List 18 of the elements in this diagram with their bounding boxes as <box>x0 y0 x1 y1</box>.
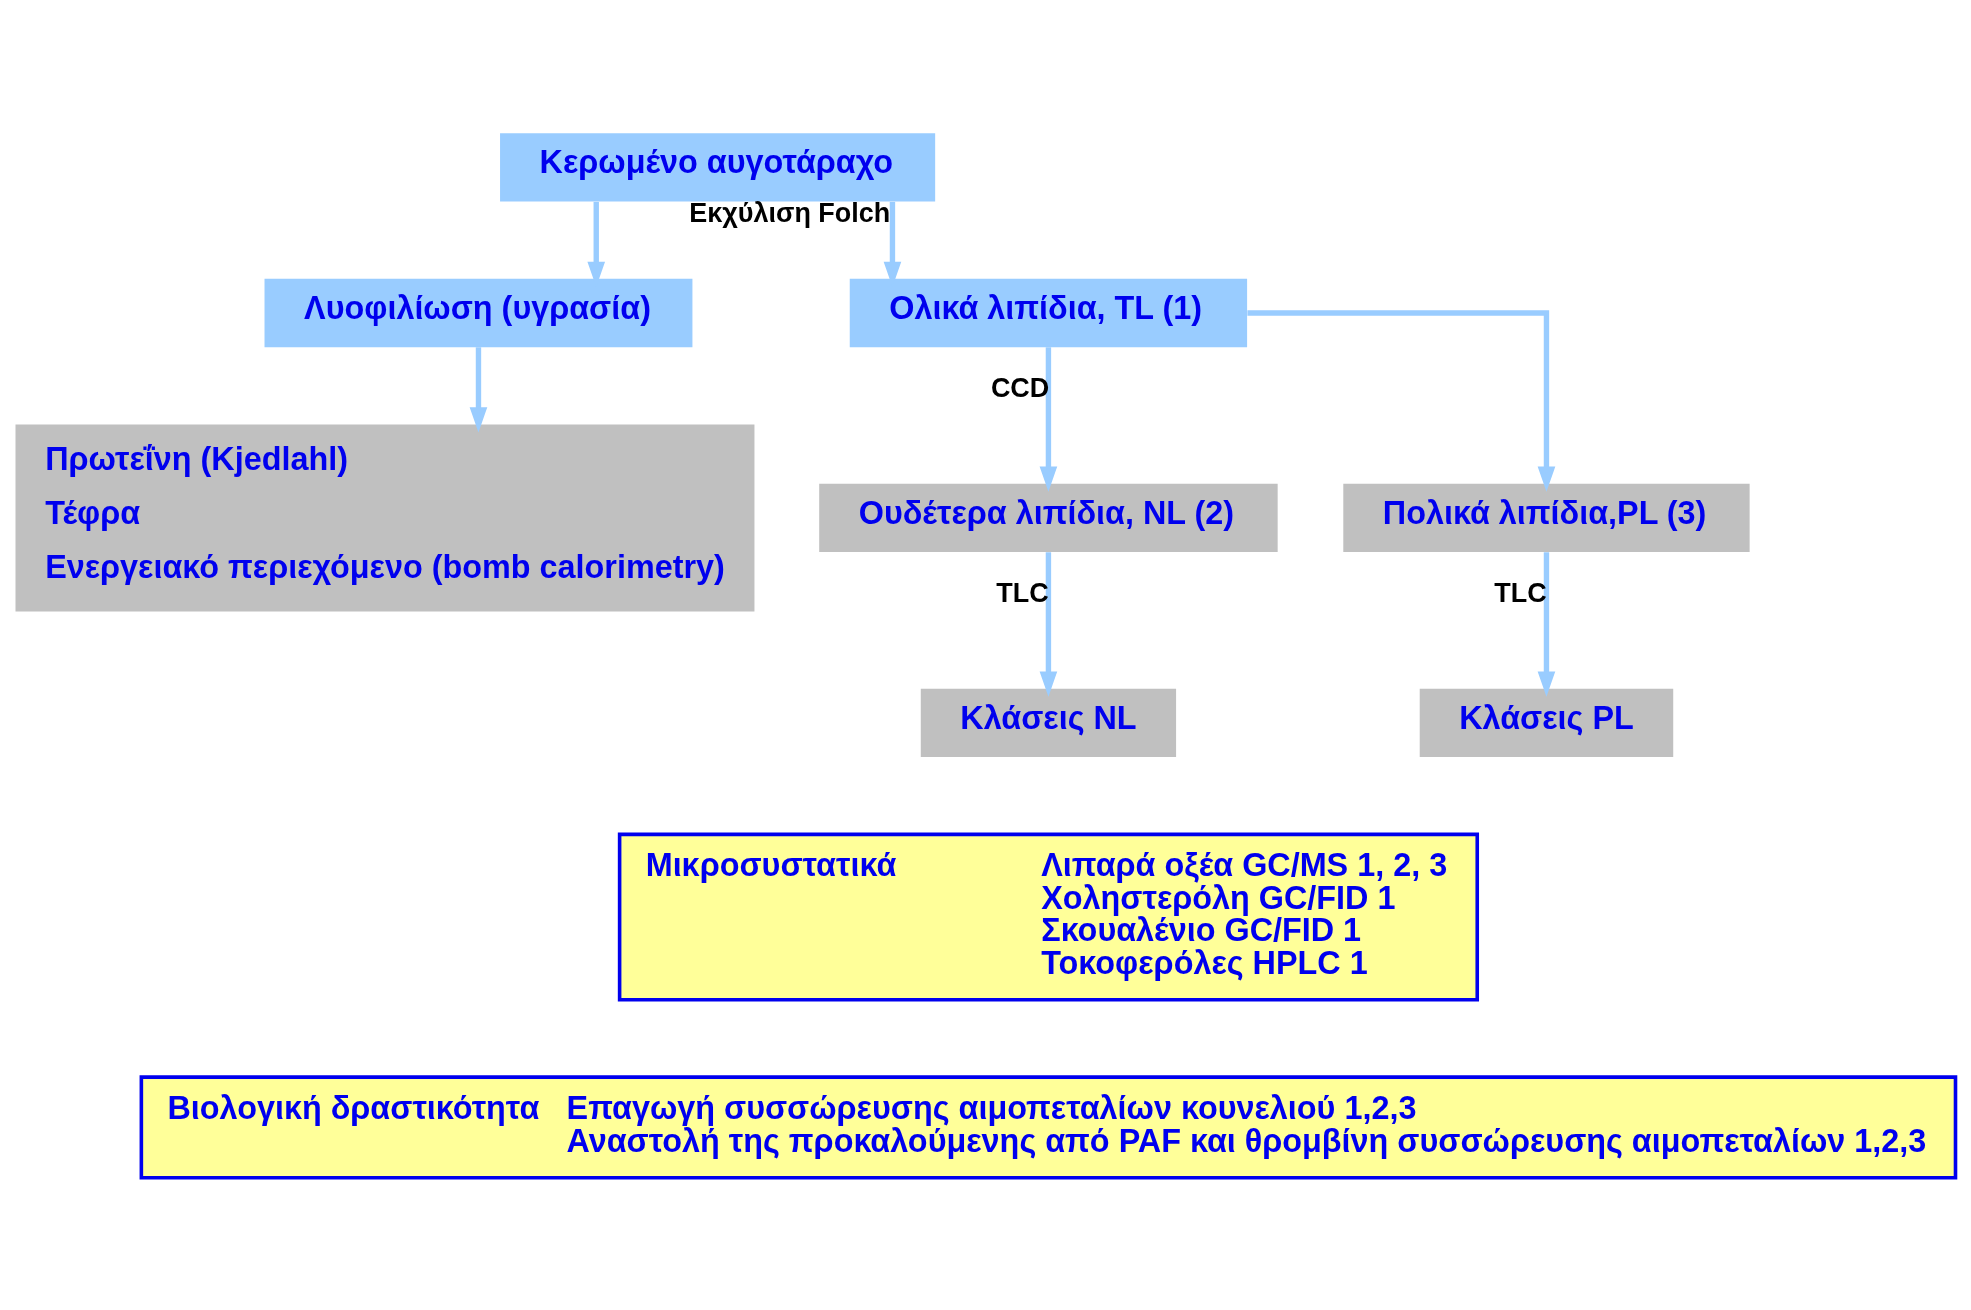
arrow <box>1039 551 1058 697</box>
edge-label: TLC <box>1494 577 1547 608</box>
node-box: Ουδέτερα λιπίδια, NL (2) <box>819 483 1278 552</box>
node-box: Πρωτεΐνη (Kjedlahl) Τέφρα Ενεργειακό περιεχόμενο (bomb calorimetry) <box>15 423 755 611</box>
node-box: Κερωμένο αυγοτάραχο <box>500 132 936 201</box>
edge-label: TLC <box>996 577 1049 608</box>
arrow <box>469 346 488 432</box>
node-box: Ολικά λιπίδια, TL (1) <box>849 278 1248 347</box>
arrow <box>1537 551 1556 697</box>
node-box: Πολικά λιπίδια,PL (3) <box>1343 483 1750 552</box>
node-box: Λυοφιλίωση (υγρασία) <box>264 278 693 347</box>
node-box: Βιολογική δραστικότητα Επαγωγή συσσώρευσης αιμοπεταλίων κουνελιού 1,2,3 Αναστολή της προκαλούμενης από PAF και θρομβίνη συσσώρευσης αιμοπεταλίων 1,2,3 <box>139 1074 1958 1180</box>
node-box: Κλάσεις PL <box>1419 688 1674 757</box>
edge-label: CCD <box>990 372 1050 403</box>
node-box: Μικροσυστατικά Λιπαρά οξέα GC/MS 1, 2, 3 Χοληστερόλη GC/FID 1 Σκουαλένιο GC/FID 1 Τοκοφερόλες HPLC 1 <box>617 832 1480 1002</box>
arrow <box>1039 346 1058 492</box>
node-box: Κλάσεις NL <box>920 688 1177 757</box>
arrow <box>1247 309 1556 492</box>
